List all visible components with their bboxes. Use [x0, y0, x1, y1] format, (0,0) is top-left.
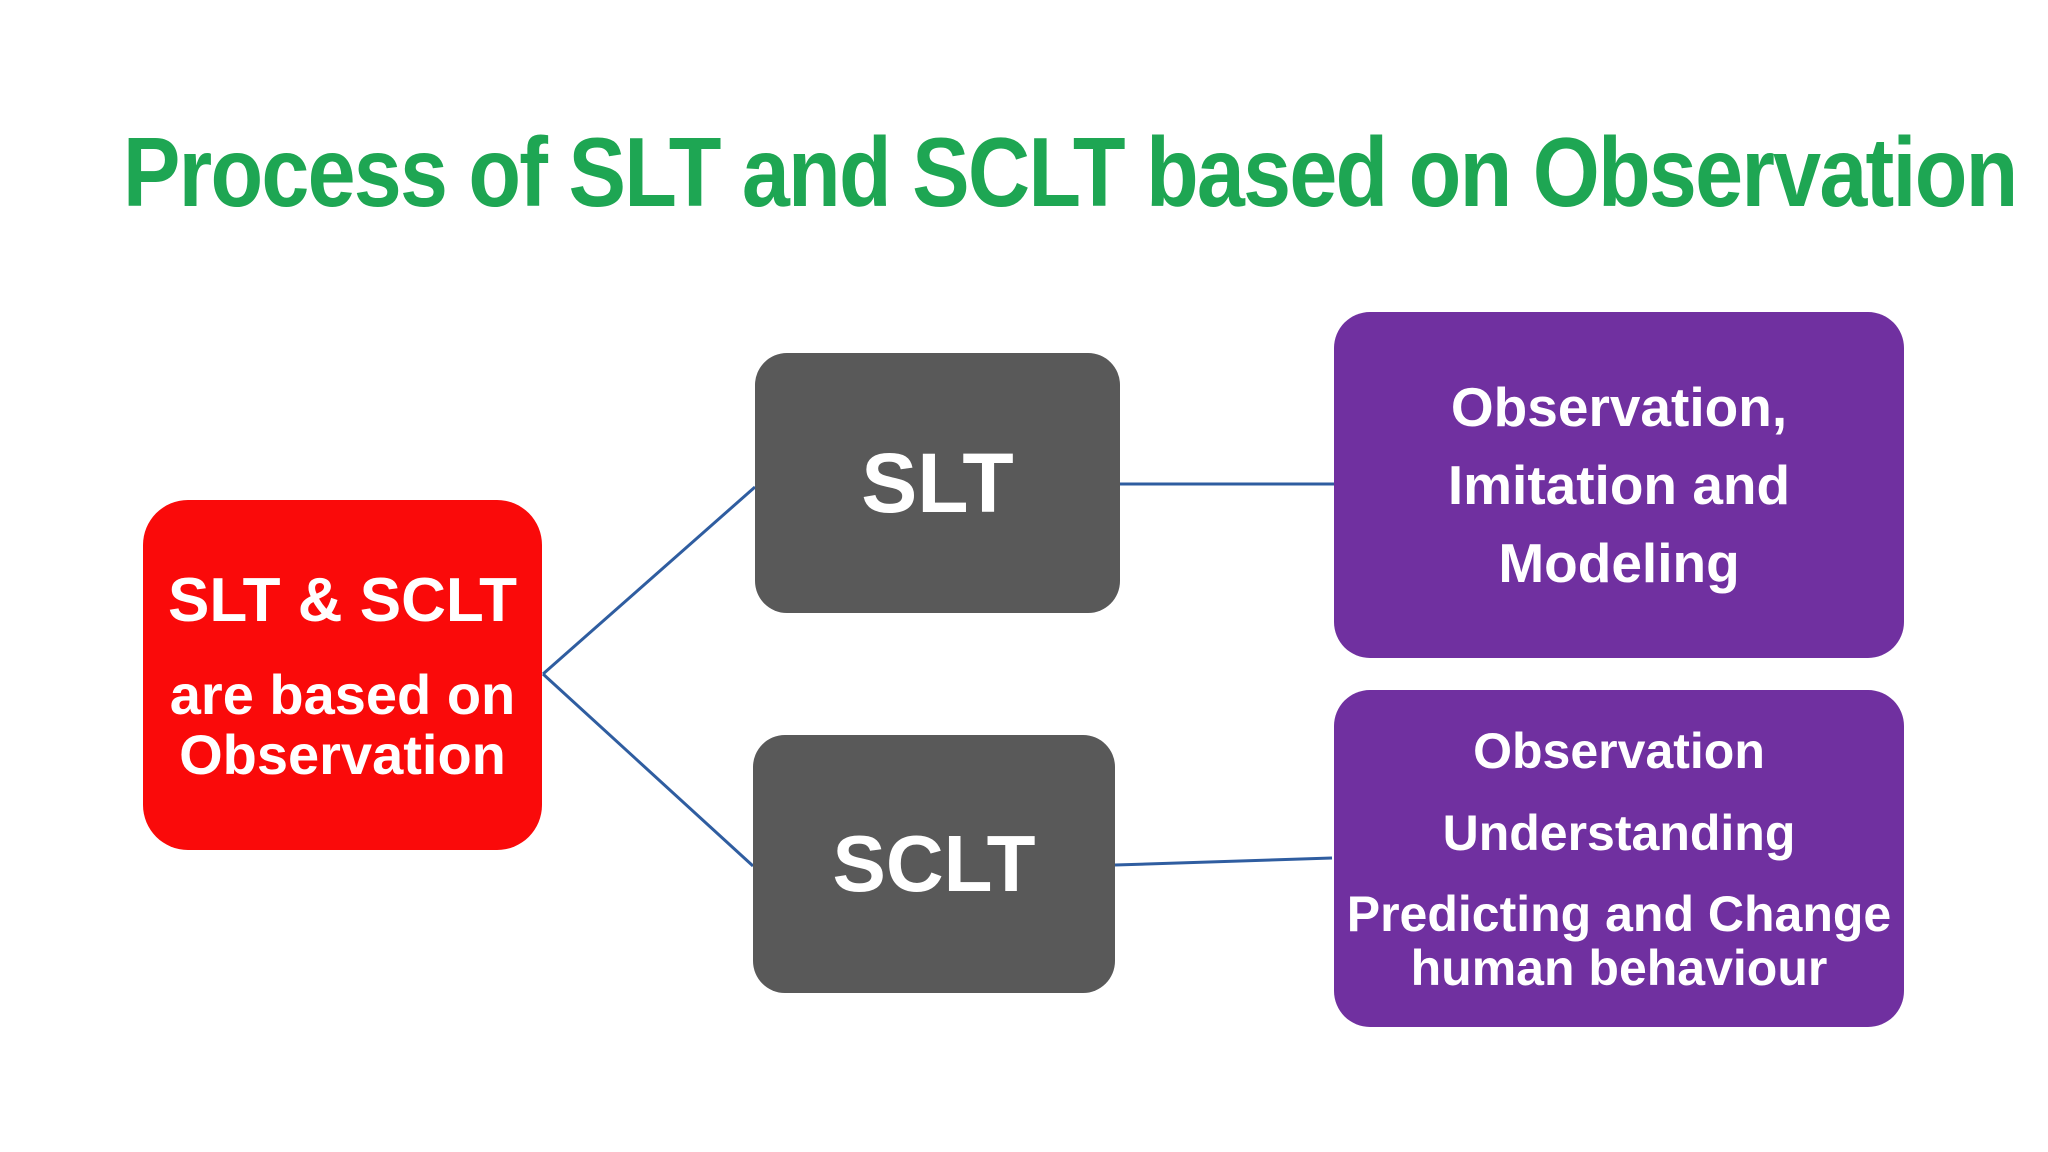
sclt-outcome-line1: Observation: [1473, 722, 1765, 779]
connector-root-to-slt: [542, 485, 756, 676]
slt-box-label: SLT: [861, 435, 1014, 530]
slide-title: Process of SLT and SCLT based on Observa…: [122, 117, 2018, 227]
slt-outcome-line3: Modeling: [1498, 532, 1740, 594]
slt-outcome-box: Observation, Imitation and Modeling: [1334, 312, 1904, 658]
root-box-subtext-line1: are based on: [169, 663, 516, 726]
sclt-outcome-line3a: Predicting and Change: [1346, 885, 1892, 942]
slt-outcome-line1: Observation,: [1450, 376, 1788, 438]
slt-box: SLT: [755, 353, 1120, 613]
sclt-outcome-line2: Understanding: [1442, 804, 1796, 861]
sclt-box-label: SCLT: [832, 819, 1036, 908]
sclt-outcome-line3: Predicting and Change human behaviour: [1347, 887, 1892, 995]
sclt-box: SCLT: [753, 735, 1115, 993]
sclt-outcome-line3b: human behaviour: [1410, 939, 1828, 996]
connector-sclt-to-outcome: [1114, 856, 1333, 867]
root-box-slt-and-sclt: SLT & SCLT are based on Observation: [143, 500, 542, 850]
root-box-heading: SLT & SCLT: [168, 566, 517, 635]
root-box-subtext: are based on Observation: [170, 665, 515, 785]
sclt-outcome-box: Observation Understanding Predicting and…: [1334, 690, 1904, 1027]
slt-outcome-line2: Imitation and: [1447, 454, 1791, 516]
root-box-subtext-line2: Observation: [179, 723, 506, 786]
connector-root-to-sclt: [541, 672, 755, 868]
